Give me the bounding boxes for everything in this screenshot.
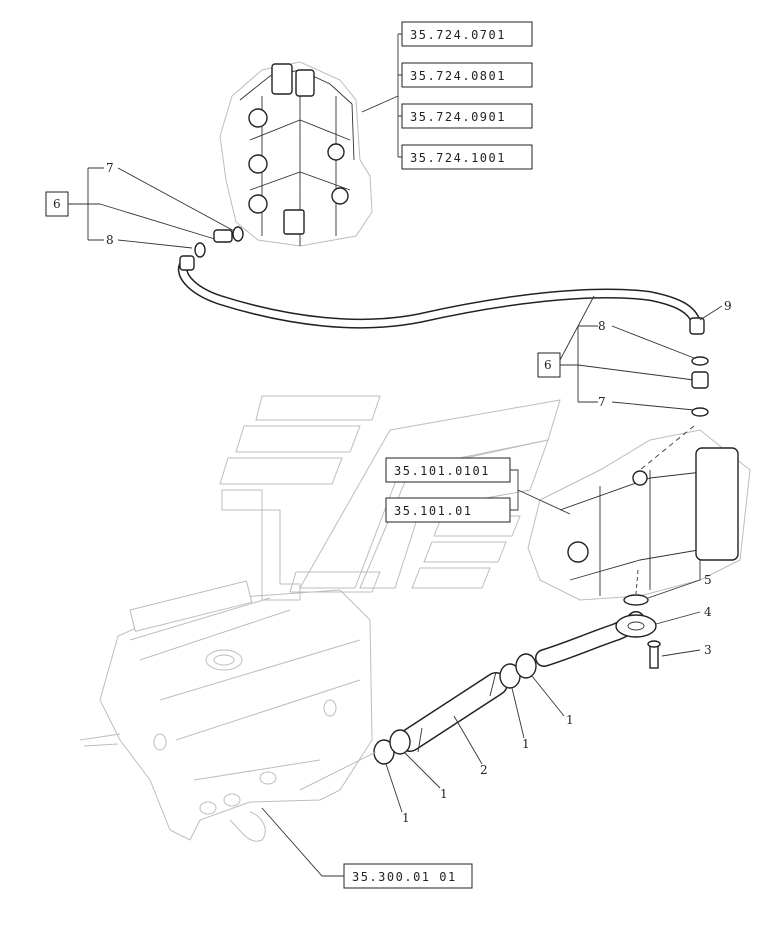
upper-kit-group: 6 7 8 — [45, 161, 237, 249]
callout-2: 2 — [480, 763, 488, 777]
callout-1-b: 1 — [522, 737, 530, 751]
hydraulic-pump — [527, 425, 751, 601]
o-ring-upper-7 — [232, 226, 244, 242]
o-ring-upper-8 — [194, 242, 206, 258]
valve-fittings — [194, 226, 244, 258]
ref-label-pump-1: 35.101.0101 — [394, 464, 490, 478]
ref-label-4: 35.724.1001 — [410, 151, 506, 165]
ref-box-3[interactable] — [401, 103, 533, 129]
ref-label-2: 35.724.0801 — [410, 69, 506, 83]
flange-elbow-4 — [615, 614, 657, 638]
ref-box-4[interactable] — [401, 144, 533, 170]
long-hose: 9 — [177, 255, 732, 335]
ref-label-tank: 35.300.01 01 — [352, 870, 457, 884]
callout-1-c: 1 — [440, 787, 448, 801]
callout-5: 5 — [704, 573, 712, 587]
valve-reference-group: 35.724.0701 35.724.0801 35.724.0901 35.7… — [361, 21, 533, 170]
suction-hose-group: 1 1 2 1 1 — [373, 653, 574, 825]
callout-7-lower: 7 — [598, 395, 606, 409]
callout-7-upper: 7 — [106, 161, 114, 175]
flange-elbow-group: 5 4 3 — [535, 573, 712, 669]
o-ring-lower-7 — [691, 407, 709, 417]
hydraulic-tank — [79, 580, 377, 842]
watermark-logo — [219, 395, 561, 601]
hose-clamp-2 — [515, 653, 537, 679]
kit-label-upper: 6 — [53, 197, 61, 211]
callout-1-a: 1 — [566, 713, 574, 727]
callout-4: 4 — [704, 605, 712, 619]
o-ring-5 — [623, 594, 649, 606]
ref-label-3: 35.724.0901 — [410, 110, 506, 124]
hose-end-upper — [179, 255, 195, 271]
pump-reference-group: 35.101.0101 35.101.01 — [385, 457, 571, 523]
callout-3: 3 — [704, 643, 712, 657]
callout-8-upper: 8 — [106, 233, 114, 247]
kit-label-lower: 6 — [544, 358, 552, 372]
callout-9: 9 — [724, 299, 732, 313]
control-valve-block — [219, 61, 373, 247]
hose-clamp-4 — [389, 729, 411, 755]
callout-1-d: 1 — [402, 811, 410, 825]
ref-box-pump-2[interactable] — [385, 497, 511, 523]
adapter-upper — [213, 229, 233, 243]
o-ring-lower-8 — [691, 356, 709, 366]
ref-box-2[interactable] — [401, 62, 533, 88]
ref-label-1: 35.724.0701 — [410, 28, 506, 42]
lower-kit-group: 6 8 7 — [537, 295, 709, 417]
tank-reference-group: 35.300.01 01 — [261, 807, 473, 889]
adapter-lower — [691, 371, 709, 389]
callout-8-lower: 8 — [598, 319, 606, 333]
ref-box-tank[interactable] — [343, 863, 473, 889]
ref-label-pump-2: 35.101.01 — [394, 504, 473, 518]
hose-end-lower — [689, 317, 705, 335]
